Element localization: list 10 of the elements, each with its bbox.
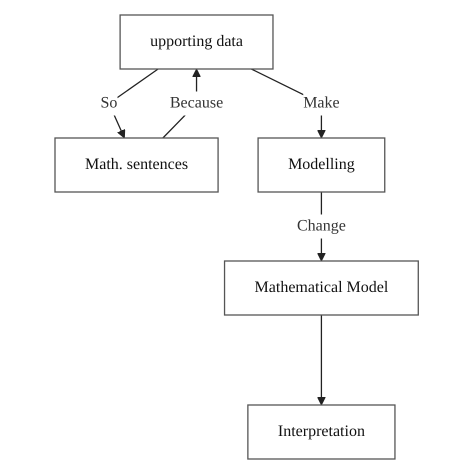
node-box: Modelling — [258, 137, 386, 193]
node-box: Mathematical Model — [224, 260, 420, 316]
edge-label: Because — [170, 94, 224, 112]
node-box: upporting data — [120, 14, 274, 70]
node-box: Math. sentences — [54, 137, 220, 193]
node-box: Interpretation — [248, 404, 396, 460]
edge-label: Make — [304, 94, 340, 112]
edge-label: Change — [297, 218, 346, 234]
arrow — [317, 315, 326, 406]
edge-label: So — [100, 94, 118, 112]
